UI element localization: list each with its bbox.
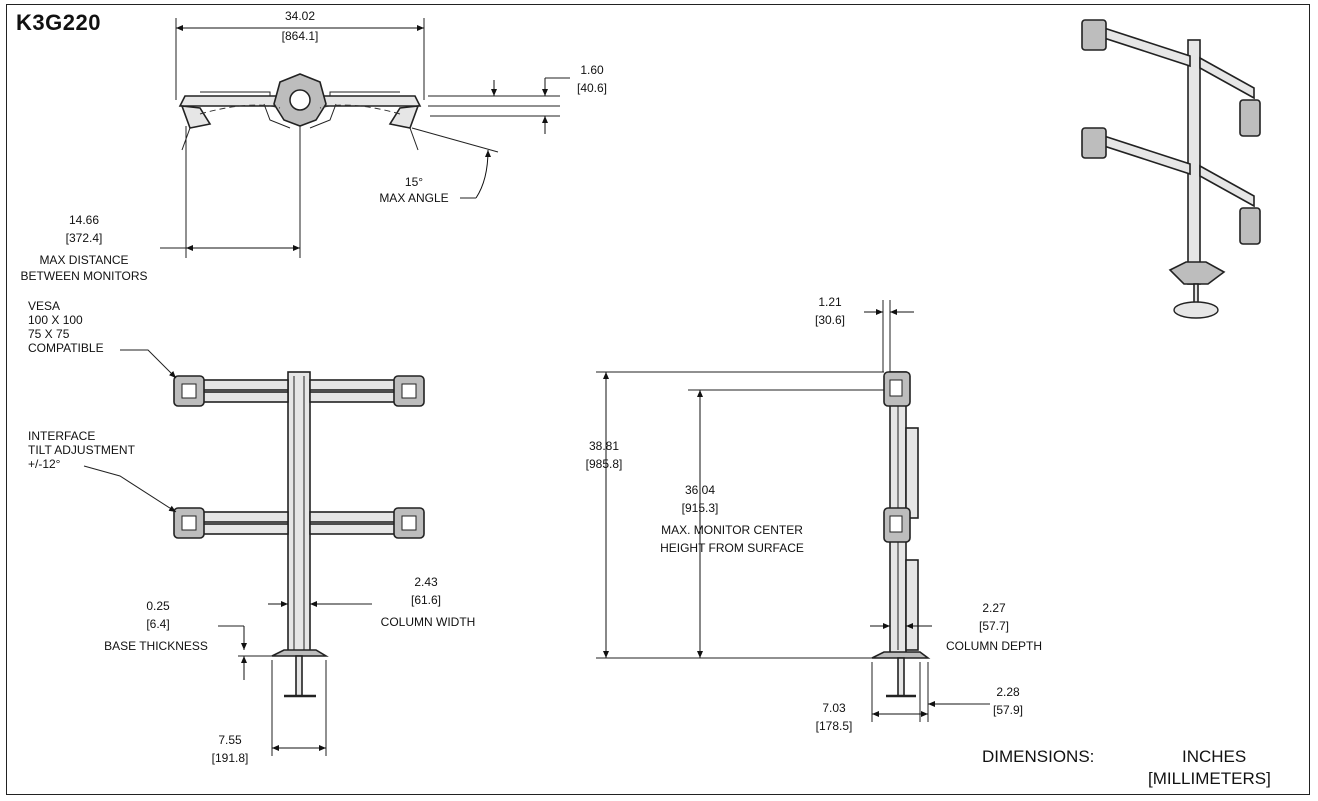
column-width-in: 2.43 bbox=[414, 575, 438, 589]
top-offset-in: 1.21 bbox=[818, 295, 842, 309]
drawing-border bbox=[6, 4, 1310, 795]
iso-head-2 bbox=[1239, 99, 1261, 137]
vesa-mount-upper-right bbox=[393, 375, 425, 407]
base-plate bbox=[271, 649, 329, 657]
base-depth-in: 7.03 bbox=[822, 701, 846, 715]
iso-lower-left-arm bbox=[1103, 134, 1191, 176]
front-view bbox=[83, 349, 425, 756]
interface-line-2: TILT ADJUSTMENT bbox=[28, 443, 136, 457]
iso-base bbox=[1168, 261, 1226, 285]
total-height-in: 38.81 bbox=[589, 439, 619, 453]
base-width-mm: [191.8] bbox=[212, 751, 249, 765]
iso-upper-right-arm bbox=[1199, 56, 1255, 100]
vesa-mount-upper-left bbox=[173, 375, 205, 407]
isometric-view bbox=[1081, 19, 1261, 319]
column bbox=[287, 371, 311, 655]
total-height-mm: [985.8] bbox=[586, 457, 623, 471]
top-offset-mm: [30.6] bbox=[815, 313, 845, 327]
height-mm: [40.6] bbox=[577, 81, 607, 95]
side-lower-arm-panel bbox=[905, 559, 919, 651]
iso-head-3 bbox=[1081, 127, 1107, 159]
vesa-mount-lower-right bbox=[393, 507, 425, 539]
base-depth-mm: [178.5] bbox=[816, 719, 853, 733]
overall-width-in: 34.02 bbox=[285, 9, 315, 23]
left-monitor-head bbox=[180, 105, 212, 129]
interface-line-3: +/-12° bbox=[28, 457, 61, 471]
units-primary: INCHES bbox=[1182, 747, 1246, 766]
iso-clamp-disc bbox=[1173, 301, 1219, 319]
side-upper-arm-panel bbox=[905, 427, 919, 519]
side-clamp-rod bbox=[897, 657, 905, 697]
base-thickness-label: BASE THICKNESS bbox=[104, 639, 208, 653]
column-width-label: COLUMN WIDTH bbox=[381, 615, 476, 629]
side-base-plate bbox=[871, 651, 931, 659]
base-width-in: 7.55 bbox=[218, 733, 242, 747]
center-height-label-1: MAX. MONITOR CENTER bbox=[661, 523, 803, 537]
base-offset-in: 2.28 bbox=[996, 685, 1020, 699]
right-monitor-head bbox=[388, 105, 420, 129]
top-view bbox=[160, 18, 570, 258]
overall-width-mm: [864.1] bbox=[282, 29, 319, 43]
column-depth-in: 2.27 bbox=[982, 601, 1006, 615]
max-distance-mm: [372.4] bbox=[66, 231, 103, 245]
iso-upper-left-arm bbox=[1103, 26, 1191, 68]
max-distance-in: 14.66 bbox=[69, 213, 99, 227]
vesa-line-1: VESA bbox=[28, 299, 60, 313]
base-offset-mm: [57.9] bbox=[993, 703, 1023, 717]
vesa-line-3: 75 X 75 bbox=[28, 327, 70, 341]
column-depth-mm: [57.7] bbox=[979, 619, 1009, 633]
angle-value: 15° bbox=[405, 175, 423, 189]
units-secondary: [MILLIMETERS] bbox=[1148, 769, 1271, 788]
vesa-mount-lower-left bbox=[173, 507, 205, 539]
center-height-label-2: HEIGHT FROM SURFACE bbox=[660, 541, 804, 555]
interface-line-1: INTERFACE bbox=[28, 429, 95, 443]
model-title: K3G220 bbox=[16, 10, 101, 35]
side-view bbox=[596, 300, 990, 722]
base-thickness-mm: [6.4] bbox=[146, 617, 169, 631]
iso-column bbox=[1187, 39, 1201, 285]
iso-head-4 bbox=[1239, 207, 1261, 245]
base-thickness-in: 0.25 bbox=[146, 599, 170, 613]
units-label: DIMENSIONS: bbox=[982, 747, 1094, 766]
height-in: 1.60 bbox=[580, 63, 604, 77]
max-distance-label-1: MAX DISTANCE bbox=[39, 253, 128, 267]
angle-label: MAX ANGLE bbox=[379, 191, 448, 205]
iso-head-1 bbox=[1081, 19, 1107, 51]
clamp-rod bbox=[295, 655, 303, 697]
center-height-mm: [915.3] bbox=[682, 501, 719, 515]
vesa-line-4: COMPATIBLE bbox=[28, 341, 104, 355]
column-width-mm: [61.6] bbox=[411, 593, 441, 607]
max-distance-label-2: BETWEEN MONITORS bbox=[20, 269, 147, 283]
iso-lower-right-arm bbox=[1199, 164, 1255, 208]
center-height-in: 36.04 bbox=[685, 483, 715, 497]
column-depth-label: COLUMN DEPTH bbox=[946, 639, 1042, 653]
vesa-line-2: 100 X 100 bbox=[28, 313, 83, 327]
